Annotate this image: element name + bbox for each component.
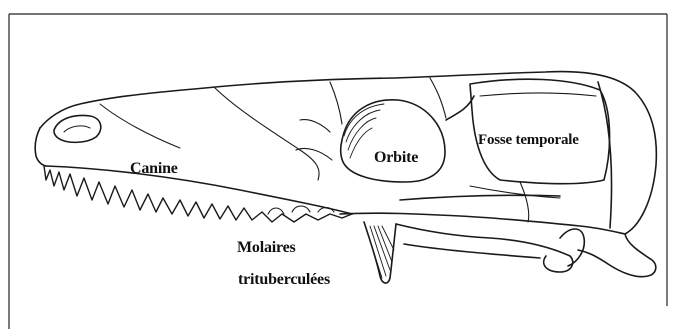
nasal-inner (64, 126, 90, 132)
canine-hatching (366, 226, 394, 278)
label-orbite: Orbite (374, 149, 418, 166)
orbit-outline (341, 100, 445, 182)
premolar-detail (268, 206, 334, 214)
skull-drawing (35, 72, 656, 284)
skull-outline-top (40, 72, 656, 234)
suture-4 (430, 78, 446, 118)
frame (9, 14, 667, 329)
suture-5 (470, 182, 560, 222)
label-trituberculees: trituberculées (238, 271, 330, 288)
snout-suture (100, 104, 180, 148)
suture-3 (330, 82, 342, 124)
sagittal-crest (598, 82, 612, 228)
postorbital-bar (446, 96, 474, 120)
label-fosse-temporale: Fosse temporale (478, 132, 579, 148)
temporal-line (480, 93, 596, 96)
snout-tip (35, 128, 46, 166)
zygomatic-arch (340, 213, 625, 234)
jaw-lower-edge (404, 244, 540, 258)
nasal-opening (54, 116, 101, 143)
braincase-back (578, 234, 656, 277)
teeth-row (44, 166, 352, 222)
suture-2 (296, 120, 332, 160)
label-molaires: Molaires (237, 239, 296, 256)
label-canine: Canine (130, 160, 178, 177)
suture-1 (215, 88, 319, 180)
lower-jaw (396, 224, 573, 272)
